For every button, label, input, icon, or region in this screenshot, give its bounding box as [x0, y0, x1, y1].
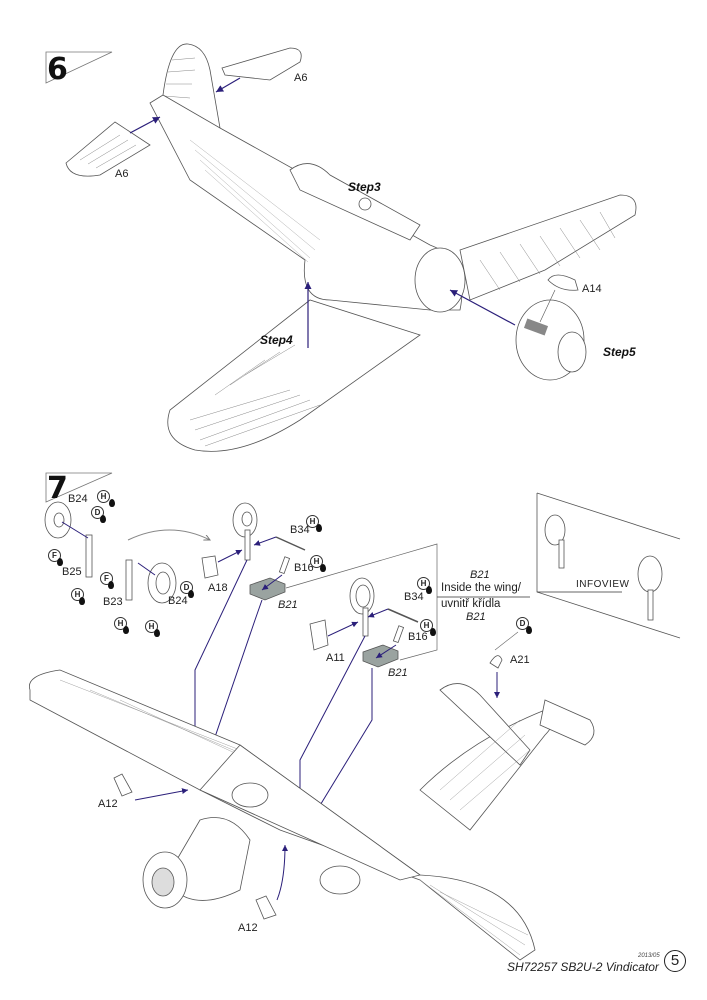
glue-drop-icon	[426, 586, 432, 594]
glue-drop-icon	[316, 524, 322, 532]
note-part-bottom: B21	[466, 611, 486, 623]
glue-marker-h: H	[420, 619, 433, 632]
step7-aircraft	[28, 669, 595, 961]
document-title: SH72257 SB2U-2 Vindicator	[507, 960, 659, 974]
part-label-b34-lower: B34	[404, 591, 424, 603]
glue-drop-icon	[320, 564, 326, 572]
part-label-a6-right: A6	[294, 72, 308, 84]
step6-number: 6	[47, 52, 68, 87]
part-label-a12-right: A12	[238, 922, 258, 934]
page-number: 5	[664, 950, 686, 972]
glue-drop-icon	[57, 558, 63, 566]
part-label-a6-left: A6	[115, 168, 129, 180]
step5-ref: Step5	[603, 345, 636, 359]
step6-aircraft	[65, 43, 637, 452]
step7-flag	[45, 472, 113, 503]
part-label-b23: B23	[103, 596, 123, 608]
step3-ref: Step3	[348, 180, 381, 194]
note-line2: uvnitř křídla	[441, 598, 501, 610]
part-label-b24-right: B24	[168, 595, 188, 607]
glue-marker-d: D	[91, 506, 104, 519]
glue-drop-icon	[430, 628, 436, 636]
part-label-b16-upper: B16	[294, 562, 314, 574]
infoview-label: INFOVIEW	[576, 579, 630, 590]
part-label-a18: A18	[208, 582, 228, 594]
step7-parts	[44, 501, 503, 669]
glue-marker-h: H	[97, 490, 110, 503]
infoview-box	[536, 492, 681, 639]
step4-ref: Step4	[260, 333, 293, 347]
step7-number: 7	[47, 471, 68, 506]
part-label-a14: A14	[582, 283, 602, 295]
part-label-a11: A11	[326, 652, 345, 664]
glue-marker-d: D	[516, 617, 529, 630]
part-label-a21: A21	[510, 654, 530, 666]
document-date: 2013/05	[638, 953, 660, 959]
part-label-b21-upper: B21	[278, 599, 298, 611]
glue-drop-icon	[154, 629, 160, 637]
glue-drop-icon	[100, 515, 106, 523]
glue-drop-icon	[109, 499, 115, 507]
step6-arrows	[129, 77, 556, 348]
part-label-b21-lower: B21	[388, 667, 408, 679]
glue-drop-icon	[188, 590, 194, 598]
glue-drop-icon	[526, 626, 532, 634]
glue-drop-icon	[108, 581, 114, 589]
glue-marker-h: H	[306, 515, 319, 528]
note-part-top: B21	[470, 569, 490, 581]
step6-flag	[45, 51, 113, 84]
glue-drop-icon	[123, 626, 129, 634]
part-label-b25: B25	[62, 566, 82, 578]
part-label-a12-left: A12	[98, 798, 118, 810]
part-label-b34-upper: B34	[290, 524, 310, 536]
part-label-b16-lower: B16	[408, 631, 428, 643]
glue-marker-h: H	[310, 555, 323, 568]
glue-marker-h: H	[114, 617, 127, 630]
note-line1: Inside the wing/	[441, 582, 521, 594]
part-label-b24-left: B24	[68, 493, 88, 505]
glue-drop-icon	[79, 597, 85, 605]
